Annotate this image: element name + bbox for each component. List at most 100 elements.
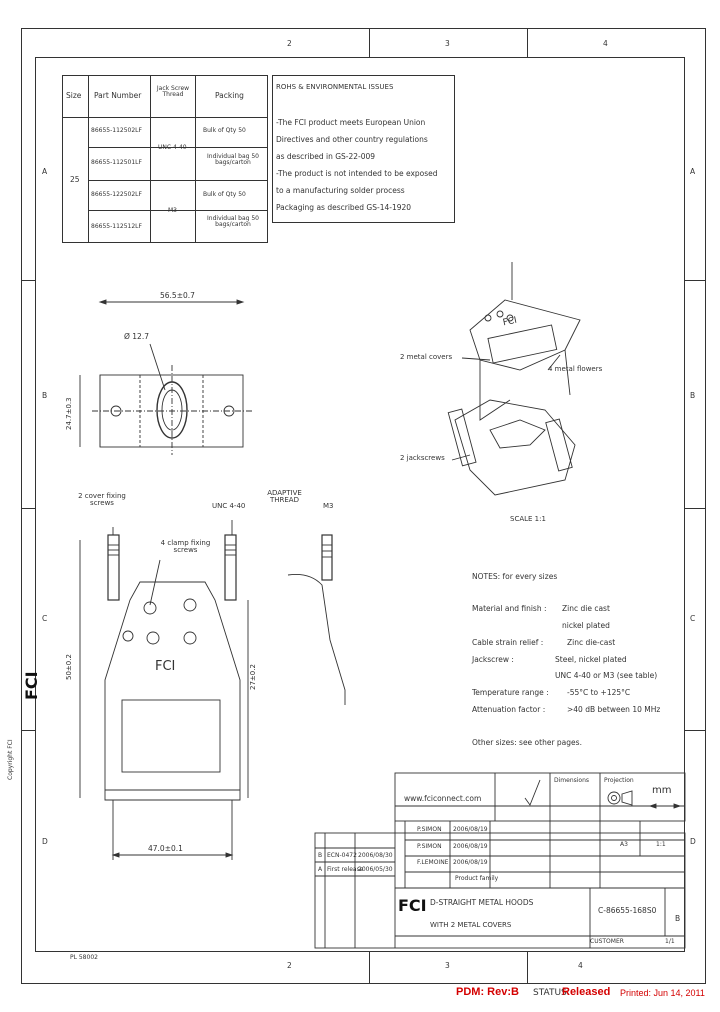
format-value: A3 xyxy=(620,841,628,848)
zone-label-bottom: 2 xyxy=(287,961,292,970)
drawn-date: 2006/08/19 xyxy=(453,843,488,850)
rohs-line: -The product is not intended to be expos… xyxy=(276,169,438,178)
table-part: 86655-112512LF xyxy=(91,223,142,230)
scale-label: SCALE 1:1 xyxy=(510,515,546,523)
table-header-part: Part Number xyxy=(94,91,142,100)
table-part: 86655-112502LF xyxy=(91,127,142,134)
status-value: Released xyxy=(562,986,611,998)
table-line xyxy=(150,75,151,243)
m3-label: M3 xyxy=(323,502,334,510)
note-label: Material and finish : xyxy=(472,604,547,613)
height-dimension: 24.7±0.3 xyxy=(65,397,73,430)
drawn-date: 2006/08/19 xyxy=(453,826,488,833)
drawn-name: P.SIMON xyxy=(417,843,442,850)
table-part: 86655-122502LF xyxy=(91,191,142,198)
table-size-value: 25 xyxy=(70,175,80,184)
rohs-title: ROHS & ENVIRONMENTAL ISSUES xyxy=(276,83,394,91)
zone-label-bottom: 4 xyxy=(578,961,583,970)
tolerance-header: Dimensions xyxy=(554,777,590,784)
iso-bottom-cover xyxy=(454,399,576,496)
side-logo: FCI xyxy=(155,659,176,674)
note-value: nickel plated xyxy=(562,621,610,630)
table-thread: M3 xyxy=(168,207,177,214)
table-header-size: Size xyxy=(66,91,82,100)
status-label: STATUS: xyxy=(533,988,570,998)
rev-row-date: 2006/08/30 xyxy=(358,852,393,859)
note-label: Temperature range : xyxy=(472,688,549,697)
width-dimension: 56.5±0.7 xyxy=(160,291,195,300)
cover-screw xyxy=(224,534,237,601)
parts-table xyxy=(62,75,268,243)
zone-label-bottom: 3 xyxy=(445,961,450,970)
drawn-name: F.LEMOINE xyxy=(417,859,449,866)
scale-value: 1:1 xyxy=(656,841,666,848)
drawing-inner-frame xyxy=(35,57,685,952)
note-value: Zinc die-cast xyxy=(567,638,616,647)
cover-screw xyxy=(107,534,120,601)
printed-date: Printed: Jun 14, 2011 xyxy=(620,988,705,998)
note-label: Jackscrew : xyxy=(472,655,514,664)
product-family: Product family xyxy=(455,875,499,882)
zone-label-top: 2 xyxy=(287,39,292,48)
zone-label-right: D xyxy=(690,837,696,846)
hole-dimension: Ø 12.7 xyxy=(124,332,149,341)
small-code: PL 58002 xyxy=(70,954,98,961)
zone-divider xyxy=(685,280,706,281)
bottom-width-dim: 47.0±0.1 xyxy=(148,844,183,853)
total-height-dim: 50±0.2 xyxy=(65,654,73,680)
rohs-line: to a manufacturing solder process xyxy=(276,186,405,195)
metal-flowers-label: 4 metal flowers xyxy=(548,365,603,373)
zone-label-left: C xyxy=(42,614,48,623)
zone-label-left: A xyxy=(42,167,48,176)
zone-divider xyxy=(527,952,528,984)
table-line xyxy=(195,75,196,243)
drawn-date: 2006/08/19 xyxy=(453,859,488,866)
table-packing: Bulk of Qty 50 xyxy=(203,127,246,134)
zone-label-top: 4 xyxy=(603,39,608,48)
note-value: -55°C to +125°C xyxy=(567,688,631,697)
sheet-value: 1/1 xyxy=(665,938,675,945)
zone-label-left: D xyxy=(42,837,48,846)
units: mm xyxy=(652,785,672,796)
table-packing: Individual bag 50 bags/carton xyxy=(207,153,259,166)
zone-divider xyxy=(685,730,706,731)
table-packing: Individual bag 50 bags/carton xyxy=(207,215,259,228)
title-line-2: WITH 2 METAL COVERS xyxy=(430,921,512,929)
rev-row: B xyxy=(318,852,323,859)
rohs-line: Packaging as described GS-14-1920 xyxy=(276,203,412,212)
note-value: UNC 4-40 or M3 (see table) xyxy=(555,671,658,680)
cover-screws-label: 2 cover fixing screws xyxy=(78,492,126,507)
note-value: Zinc die cast xyxy=(562,604,610,613)
drawn-name: P.SIMON xyxy=(417,826,442,833)
table-packing: Bulk of Qty 50 xyxy=(203,191,246,198)
customer-label: CUSTOMER xyxy=(590,938,624,945)
table-line xyxy=(88,180,268,181)
rev-row-ecn: ECN-0472 xyxy=(327,852,357,859)
clamp-screws-label: 4 clamp fixing screws xyxy=(160,539,211,554)
hood-elevation xyxy=(104,581,241,801)
zone-label-left: B xyxy=(42,391,48,400)
notes-footer: Other sizes: see other pages. xyxy=(472,738,582,747)
pdm-rev: PDM: Rev:B xyxy=(456,986,519,998)
rohs-box xyxy=(272,75,455,223)
table-header-thread: Jack Screw Thread xyxy=(156,85,190,98)
drawing-outer-frame xyxy=(21,28,706,984)
rev-row-date: 2006/05/30 xyxy=(358,866,393,873)
rev-row-ecn: First release xyxy=(327,866,364,873)
part-number: C-86655-168S0 xyxy=(598,906,657,915)
zone-label-right: B xyxy=(690,391,696,400)
unc-label: UNC 4-40 xyxy=(212,502,246,510)
zone-divider xyxy=(21,280,35,281)
jackscrews-label: 2 jackscrews xyxy=(400,454,445,462)
table-line xyxy=(88,147,268,148)
zone-divider xyxy=(685,508,706,509)
zone-divider xyxy=(527,28,528,57)
table-thread: UNC 4-40 xyxy=(158,144,187,151)
table-line xyxy=(88,210,268,211)
zone-label-right: A xyxy=(690,167,696,176)
revision-letter: B xyxy=(675,914,681,923)
metal-covers-label: 2 metal covers xyxy=(400,353,453,361)
title-line-1: D-STRAIGHT METAL HOODS xyxy=(430,898,534,907)
side-height-dim: 27±0.2 xyxy=(249,664,257,690)
